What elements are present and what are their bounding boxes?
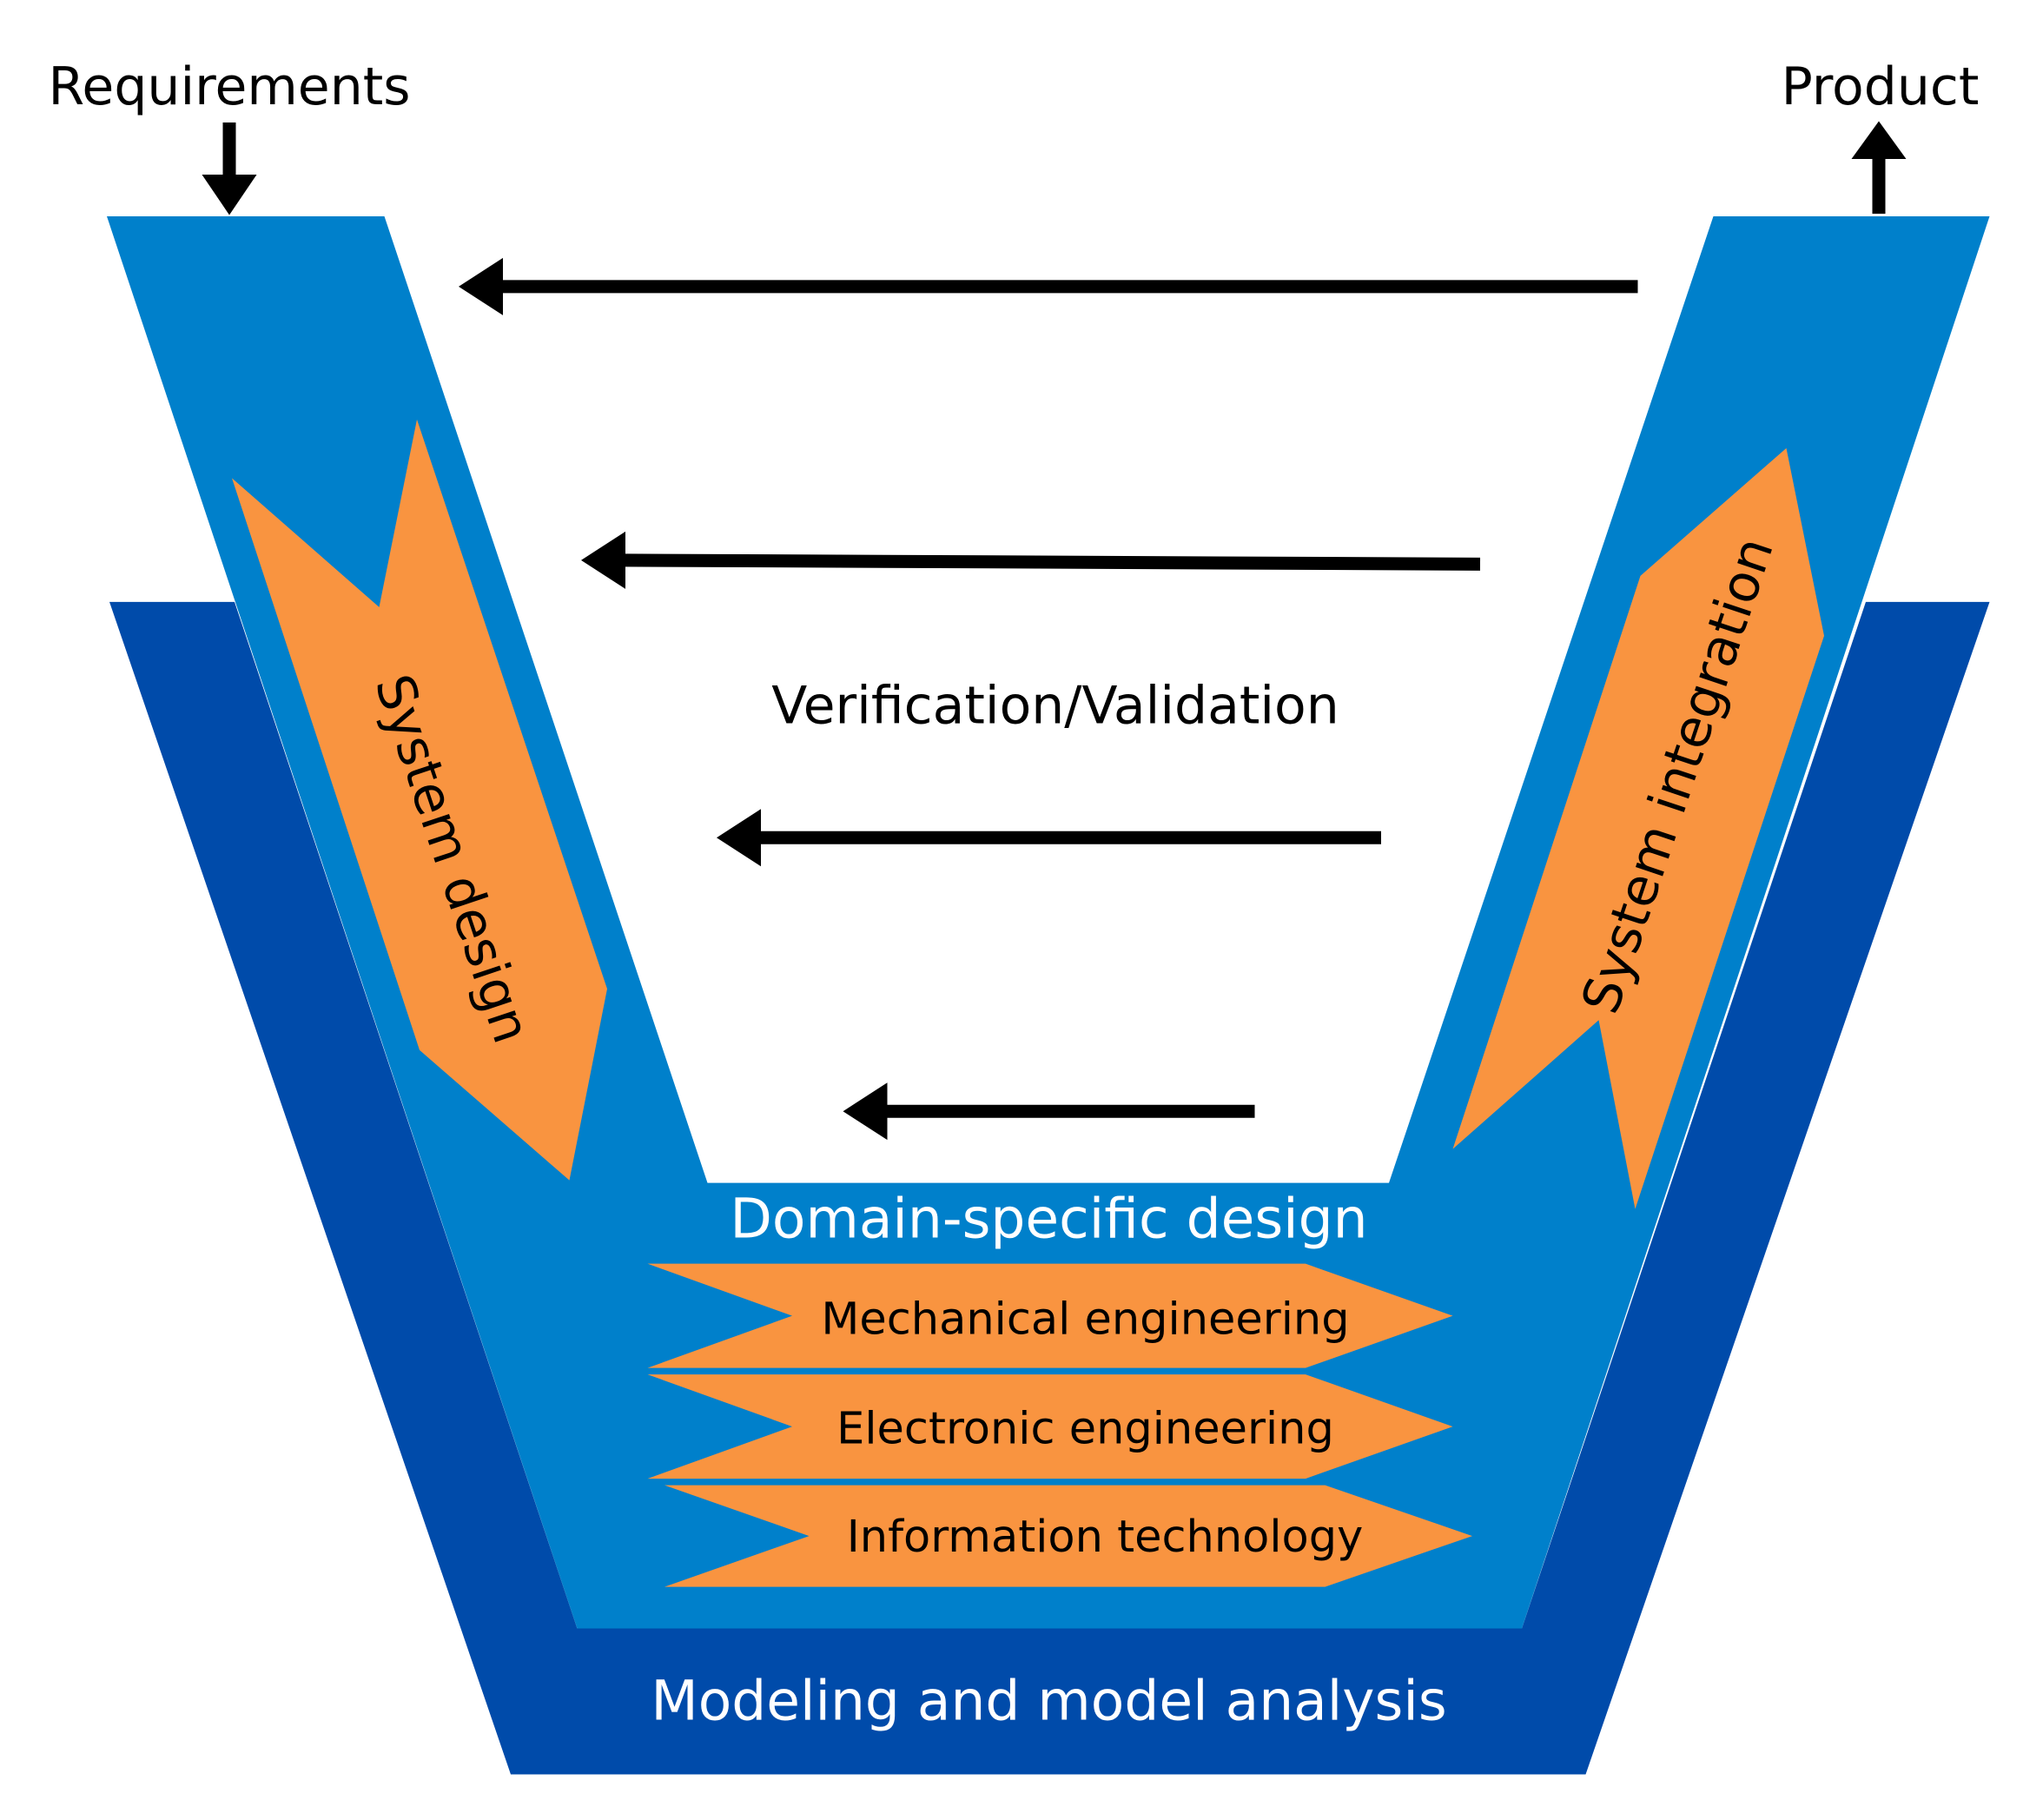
electronic-engineering-arrow bbox=[647, 1374, 1453, 1479]
verification-arrow-icon bbox=[717, 809, 1381, 867]
product-label: Product bbox=[1782, 56, 1980, 117]
mechanical-engineering-label: Mechanical engineering bbox=[821, 1294, 1349, 1346]
system-design-arrow bbox=[232, 419, 607, 1181]
mechanical-engineering-arrow bbox=[647, 1263, 1453, 1368]
requirements-arrow-icon bbox=[202, 122, 257, 215]
modeling-label: Modeling and model analysis bbox=[651, 1670, 1446, 1733]
verification-validation-label: Verification/Validation bbox=[771, 675, 1339, 736]
information-technology-label: Information technology bbox=[847, 1512, 1364, 1563]
verification-arrow-icon bbox=[843, 1082, 1255, 1141]
verification-arrow-icon bbox=[459, 257, 1638, 315]
v-model-band bbox=[107, 215, 1990, 1629]
electronic-engineering-label: Electronic engineering bbox=[836, 1404, 1334, 1455]
product-arrow-icon bbox=[1851, 121, 1907, 214]
information-technology-arrow bbox=[664, 1485, 1472, 1587]
requirements-label: Requirements bbox=[48, 56, 410, 117]
verification-arrow-icon bbox=[581, 531, 1481, 589]
system-integration-arrow bbox=[1452, 447, 1824, 1209]
domain-specific-design-label: Domain-specific design bbox=[730, 1188, 1367, 1251]
